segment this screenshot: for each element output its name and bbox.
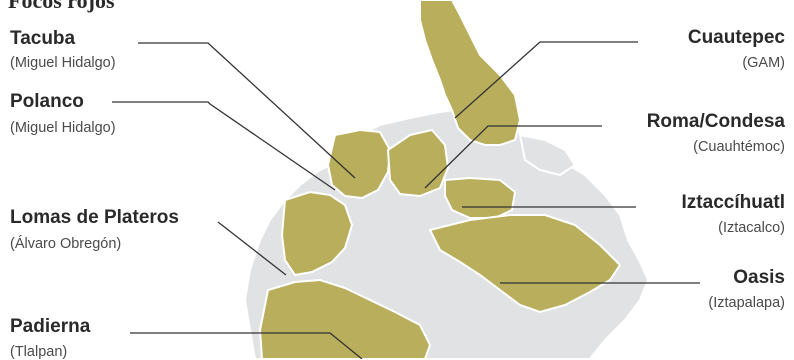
label-roma-name: Roma/Condesa (646, 111, 785, 132)
label-iztaccihuatl-name: Iztaccíhuatl (681, 192, 785, 213)
leader-lomas (217, 221, 287, 276)
label-cuautepec-sub: (GAM) (742, 55, 785, 71)
leader-padierna (130, 332, 363, 359)
region-lomas (280, 190, 354, 277)
leader-cuautepec (454, 41, 638, 119)
leader-roma (424, 125, 602, 189)
label-oasis-name: Oasis (733, 267, 785, 288)
region-cuautepec (419, 0, 522, 146)
label-iztaccihuatl-sub: (Iztacalco) (718, 220, 785, 236)
label-padierna-sub: (Tlalpan) (10, 344, 68, 360)
leader-lines (112, 41, 700, 359)
label-tacuba-sub: (Miguel Hidalgo) (10, 55, 116, 71)
label-lomas-name: Lomas de Plateros (10, 207, 179, 228)
label-roma-sub: (Cuauhtémoc) (693, 139, 785, 155)
leader-polanco (112, 101, 336, 191)
region-padierna (258, 278, 432, 359)
region-tacuba (326, 128, 392, 200)
map-title: Focos rojos (8, 0, 115, 13)
label-tacuba-name: Tacuba (10, 28, 76, 49)
label-cuautepec-name: Cuautepec (687, 27, 785, 48)
label-polanco-name: Polanco (10, 91, 84, 112)
label-oasis-sub: (Iztapalapa) (708, 295, 785, 311)
label-lomas-sub: (Álvaro Obregón) (10, 236, 122, 252)
label-padierna-name: Padierna (10, 316, 91, 337)
east-zone (518, 133, 577, 177)
region-iztaccihuatl (444, 176, 517, 219)
label-polanco-sub: (Miguel Hidalgo) (10, 120, 116, 136)
leader-tacuba (138, 42, 356, 179)
region-oasis (428, 214, 622, 314)
